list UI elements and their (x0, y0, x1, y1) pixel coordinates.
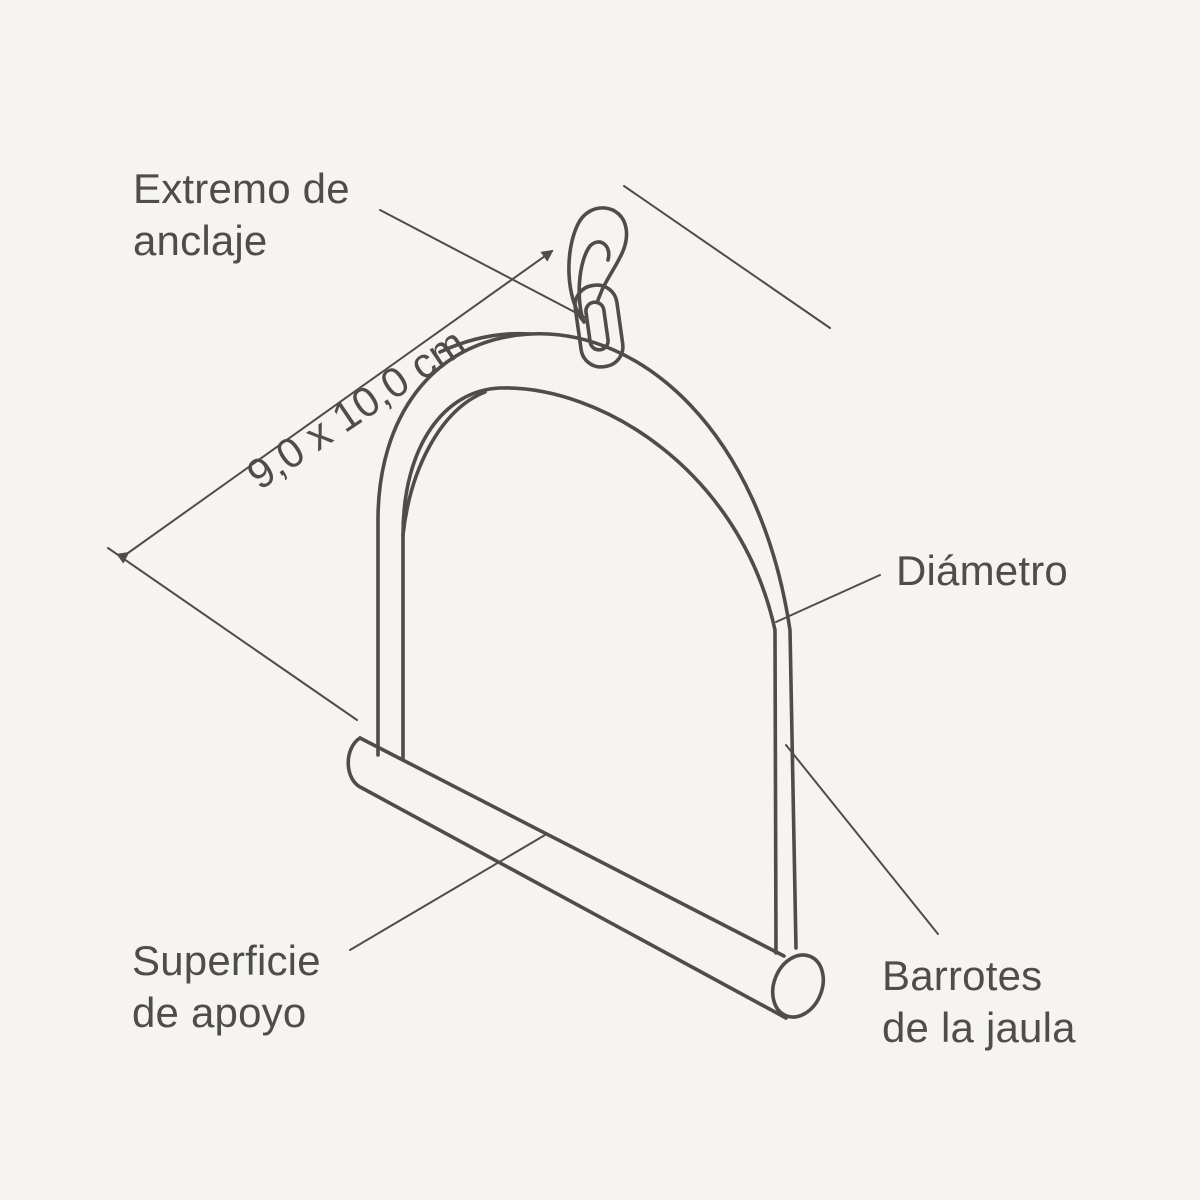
perch-dowel (346, 736, 826, 1020)
dimension-extension-top (623, 185, 831, 329)
dimension-lines (107, 185, 831, 721)
hook-clip (573, 283, 625, 369)
label-anchor-line2: anclaje (133, 217, 268, 264)
leader-bars (785, 744, 939, 935)
label-diameter-text: Diámetro (896, 547, 1068, 594)
perch-bottom-edge (360, 786, 788, 1020)
arch-top-ridge (438, 331, 532, 354)
label-bars-line1: Barrotes (882, 952, 1043, 999)
arch-outer-front (376, 332, 798, 950)
anchor-hook (567, 206, 629, 369)
label-bars-line2: de la jaula (882, 1004, 1076, 1051)
perch-top-edge (358, 736, 786, 958)
dimension-extension-bottom (107, 547, 358, 721)
arch-bars (376, 331, 798, 955)
label-perch-surface: Superficie de apoyo (132, 935, 321, 1039)
label-diameter: Diámetro (896, 545, 1068, 597)
label-anchor-line1: Extremo de (133, 165, 350, 212)
leader-diameter (775, 574, 881, 623)
perch-left-end (346, 736, 364, 790)
hook-curl (567, 206, 629, 324)
label-perch-line2: de apoyo (132, 989, 307, 1036)
label-anchor-end: Extremo de anclaje (133, 163, 350, 267)
label-perch-line1: Superficie (132, 937, 321, 984)
leader-perch (349, 834, 546, 951)
dimension-arrow-line (116, 249, 554, 564)
arch-back-edge (401, 390, 487, 537)
leader-anchor (379, 209, 587, 319)
hook-clip-slot (584, 300, 610, 352)
perch-right-end (770, 953, 826, 1019)
label-cage-bars: Barrotes de la jaula (882, 950, 1076, 1054)
arch-inner-front (401, 386, 778, 955)
label-leaders (349, 209, 939, 951)
